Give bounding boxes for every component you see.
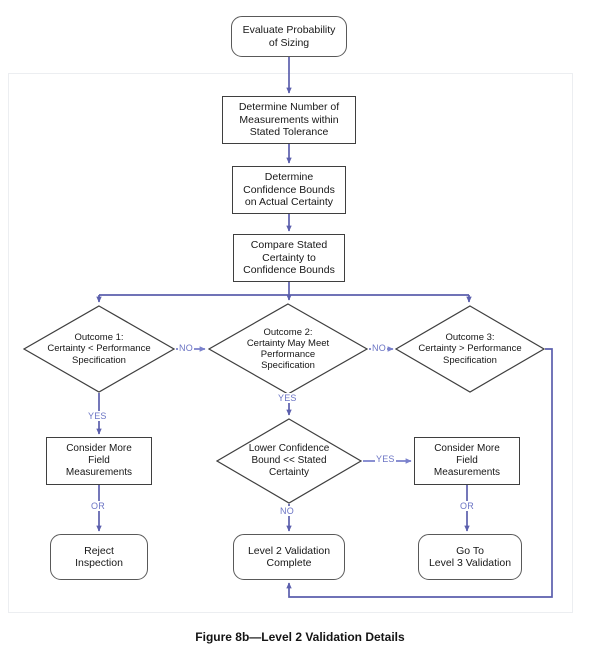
edge-label-yes-lower-confidence: YES [375, 454, 396, 464]
edge-label-or-left: OR [90, 501, 106, 511]
node-evaluate-probability[interactable]: Evaluate Probability of Sizing [231, 16, 347, 57]
edge-label-no-lower-confidence: NO [279, 506, 295, 516]
decision-outcome-2-label: Outcome 2: Certainty May Meet Performanc… [246, 326, 330, 372]
node-consider-more-field-measurements-right[interactable]: Consider More Field Measurements [414, 437, 520, 485]
decision-lower-confidence-label: Lower Confidence Bound << Stated Certain… [248, 443, 330, 478]
diamond-shape-outcome-3 [395, 305, 545, 393]
diamond-shape-lower-confidence [216, 418, 362, 504]
node-determine-number-of-measurements[interactable]: Determine Number of Measurements within … [222, 96, 356, 144]
diagram-frame [8, 73, 573, 613]
node-go-to-level-3-validation[interactable]: Go To Level 3 Validation [418, 534, 522, 580]
node-consider-more-field-measurements-left[interactable]: Consider More Field Measurements [46, 437, 152, 485]
decision-outcome-2[interactable]: Outcome 2: Certainty May Meet Performanc… [208, 303, 368, 395]
decision-lower-confidence-bound[interactable]: Lower Confidence Bound << Stated Certain… [216, 418, 362, 504]
wire-outcome3-feedback [286, 348, 553, 598]
decision-outcome-1-label: Outcome 1: Certainty < Performance Speci… [47, 332, 151, 366]
node-level-2-validation-complete[interactable]: Level 2 Validation Complete [233, 534, 345, 580]
diamond-shape-outcome-1 [23, 305, 175, 393]
edge-label-or-right: OR [459, 501, 475, 511]
edge-label-no-outcome1-to-outcome2: NO [178, 343, 194, 353]
node-compare-stated-certainty[interactable]: Compare Stated Certainty to Confidence B… [233, 234, 345, 282]
edge-label-yes-outcome2: YES [277, 393, 298, 403]
node-determine-confidence-bounds[interactable]: Determine Confidence Bounds on Actual Ce… [232, 166, 346, 214]
decision-outcome-1[interactable]: Outcome 1: Certainty < Performance Speci… [23, 305, 175, 393]
decision-outcome-3-label: Outcome 3: Certainty > Performance Speci… [418, 332, 522, 366]
figure-caption: Figure 8b—Level 2 Validation Details [195, 630, 405, 644]
node-reject-inspection[interactable]: Reject Inspection [50, 534, 148, 580]
edge-label-no-outcome2-to-outcome3: NO [371, 343, 387, 353]
decision-outcome-3[interactable]: Outcome 3: Certainty > Performance Speci… [395, 305, 545, 393]
edge-label-yes-outcome1: YES [87, 411, 108, 421]
